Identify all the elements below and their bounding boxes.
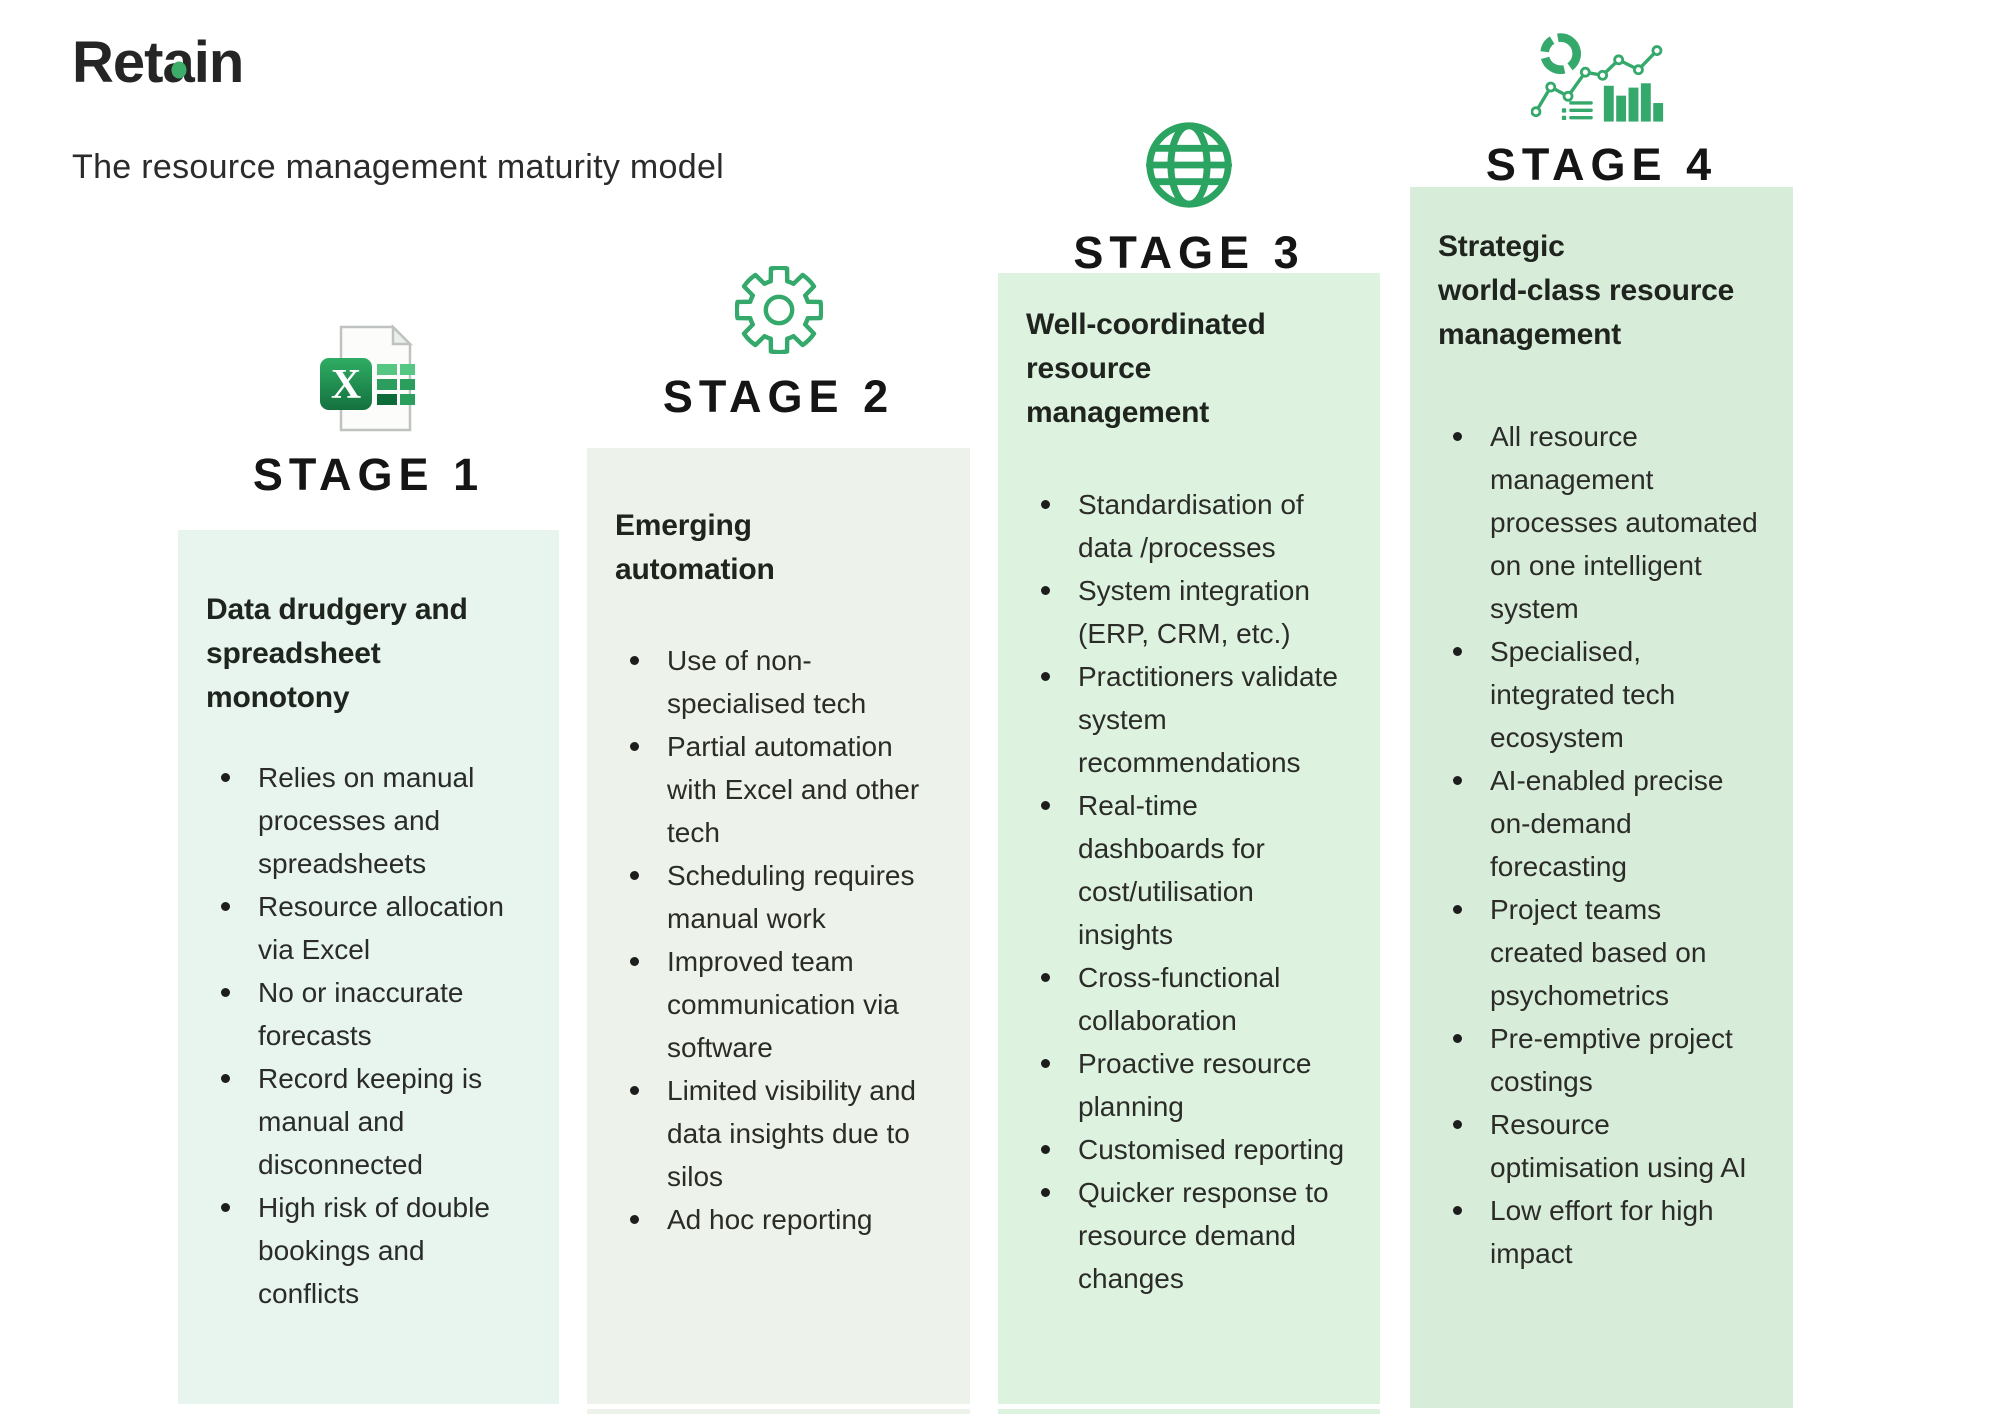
stage-2-label: STAGE 2 — [662, 371, 895, 422]
gear-icon — [734, 266, 823, 354]
list-item: Limited visibility and data insights due… — [615, 1069, 936, 1198]
list-item: Ad hoc reporting — [615, 1198, 936, 1241]
list-item: AI-enabled precise on-demand forecasting — [1438, 759, 1759, 888]
svg-text:X: X — [330, 362, 360, 408]
list-item: Scheduling requires manual work — [615, 854, 936, 940]
stage-2-bullets: Use of non-specialised tech Partial auto… — [615, 639, 940, 1241]
globe-icon — [1145, 122, 1233, 208]
list-item: All resource management processes automa… — [1438, 415, 1759, 630]
list-item: Resource optimisation using AI — [1438, 1103, 1759, 1189]
stage-1-header: X STAGE 1 — [178, 0, 559, 530]
logo-green-dot-icon — [171, 61, 187, 79]
list-item: System integration (ERP, CRM, etc.) — [1026, 569, 1346, 655]
stage-3-heading: Well-coordinated resource management — [1026, 308, 1266, 429]
list-item: Real-time dashboards for cost/utilisatio… — [1026, 784, 1346, 956]
excel-file-icon: X — [319, 324, 415, 432]
list-item: Proactive resource planning — [1026, 1042, 1346, 1128]
stage-2-heading: Emerging automation — [615, 509, 775, 586]
list-item: Improved team communication via software — [615, 940, 936, 1069]
list-item: High risk of double bookings and conflic… — [206, 1186, 525, 1315]
page-title: The resource management maturity model — [72, 148, 725, 186]
stage-4-panel: Strategic world-class resource managemen… — [1410, 187, 1793, 1408]
stage-3-bullets: Standardisation of data /processes Syste… — [1026, 483, 1350, 1300]
list-item: Quicker response to resource demand chan… — [1026, 1171, 1346, 1300]
list-item: Practitioners validate system recommenda… — [1026, 655, 1346, 784]
stage-1-bullets: Relies on manual processes and spreadshe… — [206, 756, 529, 1315]
logo-letter-a: a — [162, 34, 194, 92]
stage-2-footer-strip — [587, 1409, 970, 1414]
list-item: Cross-functional collaboration — [1026, 956, 1346, 1042]
stage-4-label: STAGE 4 — [1485, 139, 1718, 190]
list-item: Standardisation of data /processes — [1026, 483, 1346, 569]
stage-1-label: STAGE 1 — [252, 449, 485, 500]
list-item: Record keeping is manual and disconnecte… — [206, 1057, 525, 1186]
list-item: Specialised, integrated tech ecosystem — [1438, 630, 1759, 759]
list-item: No or inaccurate forecasts — [206, 971, 525, 1057]
stage-1-heading: Data drudgery and spreadsheet monotony — [206, 593, 468, 714]
list-item: Customised reporting — [1026, 1128, 1346, 1171]
stage-3-footer-strip — [998, 1409, 1380, 1414]
list-item: Pre-emptive project costings — [1438, 1017, 1759, 1103]
stage-4-bullets: All resource management processes automa… — [1438, 415, 1763, 1275]
list-item: Resource allocation via Excel — [206, 885, 525, 971]
list-item: Use of non-specialised tech — [615, 639, 936, 725]
stage-4-header: STAGE 4 — [1410, 0, 1793, 187]
list-item: Relies on manual processes and spreadshe… — [206, 756, 525, 885]
stage-2-panel: Emerging automation Use of non-specialis… — [587, 448, 970, 1404]
list-item: Partial automation with Excel and other … — [615, 725, 936, 854]
stage-3-panel: Well-coordinated resource management Sta… — [998, 273, 1380, 1404]
list-item: Low effort for high impact — [1438, 1189, 1759, 1275]
logo-text-pre: Ret — [72, 30, 163, 95]
stage-1-panel: Data drudgery and spreadsheet monotony R… — [178, 530, 559, 1404]
stage-4-heading: Strategic world-class resource managemen… — [1438, 230, 1735, 351]
retain-logo: Retain — [72, 34, 244, 92]
analytics-icon — [1530, 33, 1663, 122]
stage-2-header: STAGE 2 — [587, 0, 970, 448]
list-item: Project teams created based on psychomet… — [1438, 888, 1759, 1017]
stage-3-label: STAGE 3 — [1073, 227, 1305, 278]
stage-3-header: STAGE 3 — [998, 0, 1380, 278]
logo-text-post: in — [193, 30, 245, 95]
